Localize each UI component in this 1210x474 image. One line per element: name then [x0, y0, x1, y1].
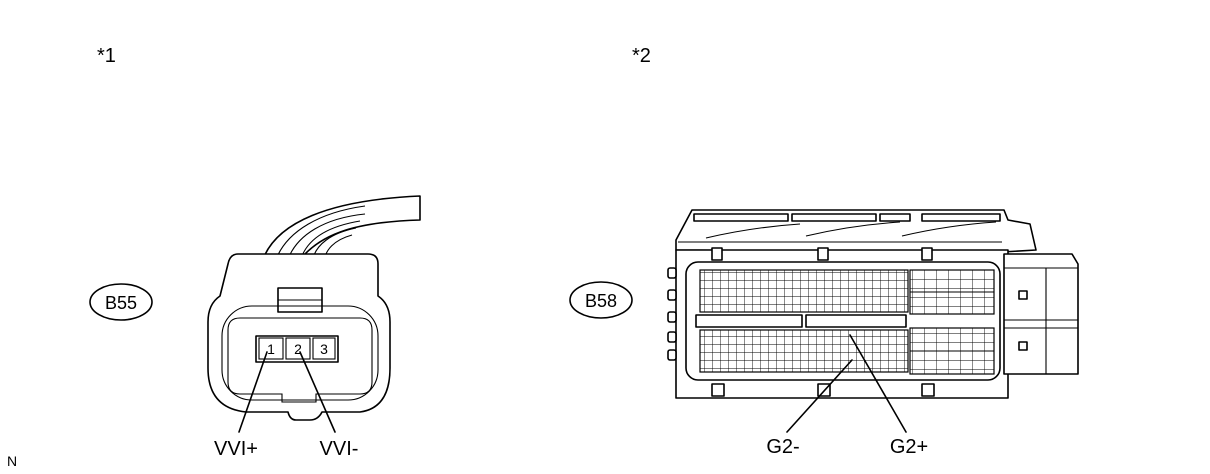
pin-cavity-1: [258, 337, 284, 360]
svg-text:B58: B58: [585, 291, 617, 311]
corner-mark: N: [7, 453, 17, 469]
wire-bundle: [261, 195, 421, 263]
callout-left: *1: [97, 45, 116, 67]
pin-label-g2-minus: G2-: [766, 436, 799, 458]
pin-number-3: 3: [320, 341, 328, 357]
pin-label-g2-plus: G2+: [890, 436, 928, 458]
pin-label-vvi-plus: VVI+: [214, 438, 258, 460]
connector-b55: 1 2 3: [207, 195, 421, 433]
pin-field-lower-left: [699, 329, 909, 373]
leader-line-pin1: [238, 351, 268, 433]
callout-right: *2: [632, 45, 651, 67]
leader-line-pin2: [299, 351, 336, 433]
pin-cavity-3: [312, 337, 336, 360]
connector-code-b55: B55: [89, 283, 153, 321]
pin-cavity-2: [285, 337, 311, 360]
pin-number-2: 2: [294, 341, 302, 357]
pin-label-vvi-minus: VVI-: [320, 438, 359, 460]
connector-b58: [667, 209, 1079, 433]
leader-line-g2-plus: [849, 334, 907, 433]
pin-field-upper-left: [699, 269, 909, 313]
connector-code-b58: B58: [569, 281, 633, 319]
leader-line-g2-minus: [786, 359, 853, 433]
svg-text:B55: B55: [105, 293, 137, 313]
pin-number-1: 1: [267, 341, 275, 357]
